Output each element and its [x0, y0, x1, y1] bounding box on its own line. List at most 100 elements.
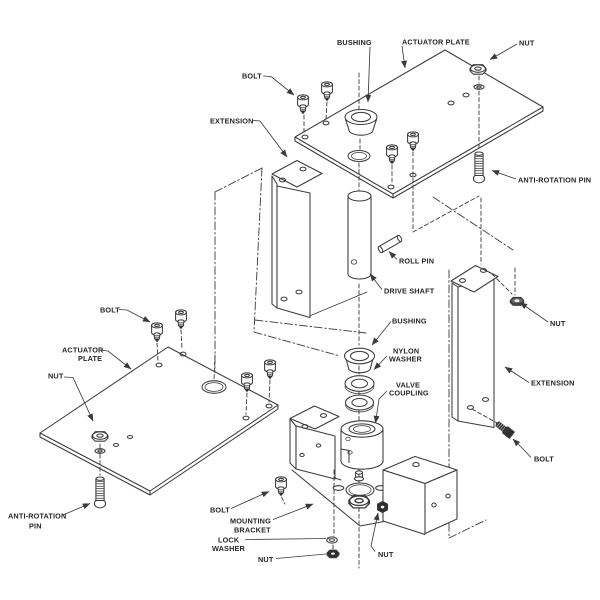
bolt [264, 359, 276, 380]
leader-actuator-plate-left [98, 349, 132, 370]
label-nut-bottom: NUT [258, 555, 274, 564]
label-bushing-top: BUSHING [337, 38, 372, 47]
label-extension-left: EXTENSION [210, 117, 254, 126]
bracket-left-upright [289, 405, 340, 480]
construction-line [306, 291, 368, 318]
plate-hole [155, 362, 163, 368]
leader-nut-left [63, 376, 94, 422]
label-nut-right: NUT [550, 319, 566, 328]
leader-extension-left [252, 120, 288, 158]
drive-shaft [347, 190, 372, 346]
mounting-bracket [289, 405, 458, 559]
extension-left [271, 159, 323, 319]
stud [353, 470, 365, 482]
flange-hole [458, 278, 467, 283]
plate-hole-large [201, 380, 227, 394]
plate-hole [462, 92, 470, 98]
bolt [175, 309, 187, 330]
label-mounting-bracket-2: BRACKET [234, 526, 271, 535]
body-hole [481, 397, 490, 402]
plate-hole [179, 351, 187, 357]
leader-nut-bottom [275, 553, 327, 559]
coupling-nut [348, 494, 371, 509]
label-bolt-left: BOLT [100, 306, 120, 315]
leader-drive-shaft [369, 273, 383, 290]
leader-bolt-bottom [230, 491, 270, 509]
nylon-washer [344, 375, 375, 395]
leader-anti-rotation-pin-right [491, 170, 517, 180]
bushing-mid [343, 347, 376, 374]
plate-hole [126, 434, 134, 440]
extension-right [450, 264, 516, 429]
leader-bolt-right [512, 438, 532, 458]
plate-hole [387, 184, 395, 190]
label-extension-right: EXTENSION [531, 379, 575, 388]
leader-lock-washer [244, 538, 327, 540]
body-hole [280, 296, 288, 302]
bushing-top [344, 72, 378, 191]
hex-nut [469, 64, 487, 75]
bolt-right-dark [495, 421, 515, 439]
label-actuator-plate-top: ACTUATOR PLATE [402, 38, 470, 47]
flange-hole [278, 177, 287, 183]
label-roll-pin: ROLL PIN [399, 257, 434, 266]
label-nut-top: NUT [519, 39, 535, 48]
label-actuator-plate-left-1: ACTUATOR [62, 346, 104, 355]
label-nut-bottom-right: NUT [378, 550, 394, 559]
leader-valve-coupling [373, 390, 388, 424]
valve-coupling [340, 420, 384, 470]
nut-left-assembly [91, 431, 109, 509]
phantom-outline-left [214, 167, 367, 379]
plate-hole [301, 134, 309, 140]
washer [473, 84, 485, 90]
bottom-nut-dark [326, 549, 340, 559]
label-nylon-washer-2: WASHER [389, 355, 423, 364]
leader-nut-bottom-right [370, 512, 380, 552]
mid-stack [343, 347, 376, 569]
lower-actuator-plate [39, 346, 279, 496]
label-lock-washer-1: LOCK [218, 536, 240, 545]
label-drive-shaft: DRIVE SHAFT [384, 287, 435, 296]
label-bolt-bottom: BOLT [210, 506, 230, 515]
label-bolt-right: BOLT [534, 455, 554, 464]
label-anti-rotation-pin-right: ANTI-ROTATION PIN [518, 176, 591, 185]
leader-anti-rotation-pin-bottom [62, 503, 91, 516]
top-bolts [297, 81, 482, 265]
bolt [297, 94, 309, 115]
leader-actuator-plate-top [401, 45, 407, 69]
labels: BUSHING ACTUATOR PLATE NUT BOLT EXTENSIO… [8, 38, 591, 565]
anti-rotation-pin [472, 151, 486, 184]
label-nylon-washer-1: NYLON [393, 347, 419, 356]
leader-bolt-top-left [262, 75, 295, 96]
roll-pin [377, 234, 403, 254]
body-hole [466, 405, 475, 410]
hex-nut [91, 431, 109, 442]
label-actuator-plate-left-2: PLATE [78, 354, 102, 363]
leader-roll-pin [388, 251, 398, 260]
bracket-right-block [376, 455, 458, 536]
bolt [321, 81, 333, 102]
bolt [151, 322, 163, 343]
label-anti-rotation-pin-bottom-1: ANTI-ROTATION [8, 512, 66, 521]
leader-bushing-top [365, 46, 372, 103]
body-hole [295, 289, 303, 295]
lock-washer [326, 536, 338, 544]
side-nut-dark [376, 500, 389, 514]
nylon-washer-2 [344, 394, 375, 413]
bushing-hole [347, 149, 371, 163]
bracket-base [291, 469, 387, 527]
lower-plate-bolts [151, 309, 276, 415]
leader-nut-right [519, 302, 549, 323]
label-anti-rotation-pin-bottom-2: PIN [29, 522, 42, 531]
label-nut-left: NUT [48, 372, 64, 381]
anti-rotation-pin [93, 476, 107, 509]
label-valve-coupling-2: COUPLING [389, 389, 429, 398]
label-valve-coupling-1: VALVE [396, 381, 420, 390]
leader-bolt-left [118, 309, 151, 323]
slot-hole [332, 485, 345, 491]
leader-lines [62, 43, 549, 559]
nut-top-assembly [469, 64, 487, 184]
washer [94, 448, 106, 454]
